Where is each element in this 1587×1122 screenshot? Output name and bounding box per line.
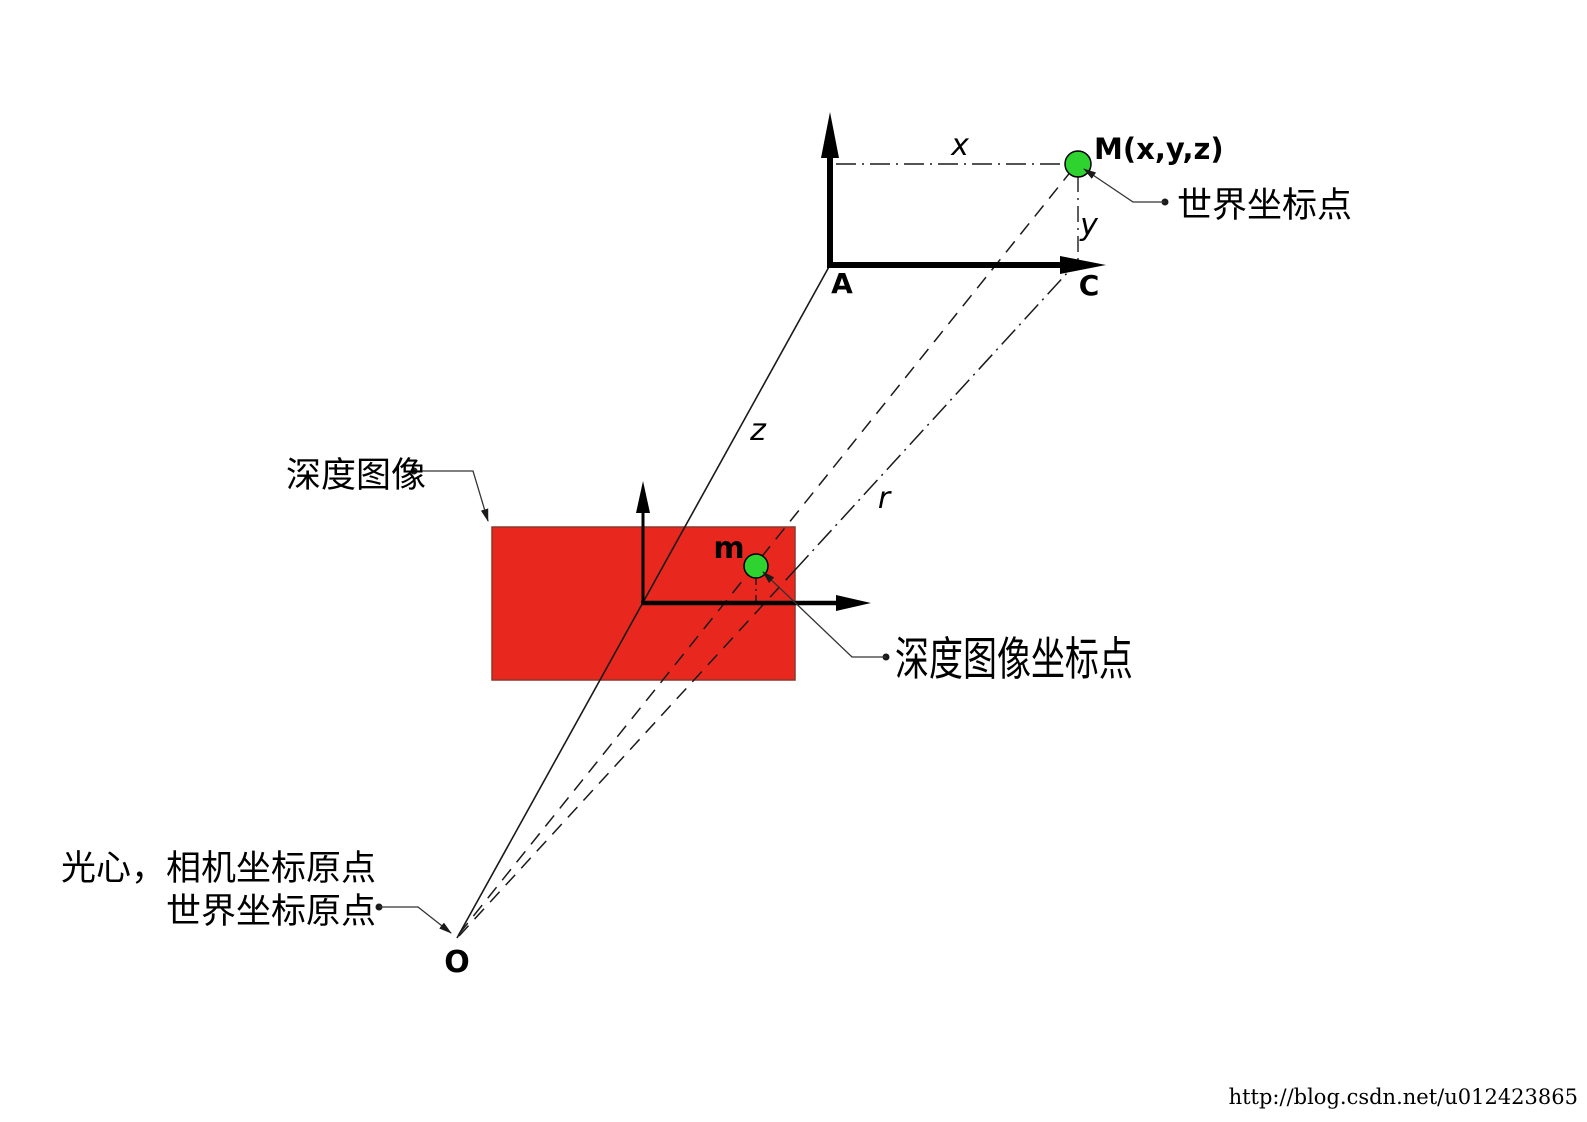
ray-o-to-c-dashed-segment	[458, 569, 796, 937]
image-axis-vertical-arrowhead	[636, 481, 650, 513]
annotation-world-point: 世界坐标点	[1177, 186, 1352, 226]
image-point-m	[743, 553, 769, 579]
leader-line-depth-image	[414, 470, 489, 522]
label-r: r	[878, 481, 892, 516]
annotation-depth-image-point: 深度图像坐标点	[895, 633, 1133, 686]
leader-line-world-point	[1083, 168, 1165, 203]
label-x: x	[950, 128, 969, 163]
leader-line-depth-image-point	[762, 571, 886, 658]
label-M: M(x,y,z)	[1094, 132, 1224, 166]
world-axis-vertical-arrowhead	[821, 112, 839, 158]
ray-o-to-c-dashdot-segment	[794, 271, 1069, 571]
annotation-depth-image: 深度图像	[286, 456, 426, 496]
label-z: z	[749, 413, 767, 448]
annotation-optical-center-line2: 世界坐标原点	[166, 892, 376, 932]
label-C: C	[1079, 269, 1100, 302]
world-axis-horizontal-arrowhead	[1060, 256, 1106, 274]
annotation-optical-center-line1: 光心，相机坐标原点	[61, 849, 376, 889]
watermark-url: http://blog.csdn.net/u012423865	[1229, 1085, 1578, 1109]
world-point-M	[1064, 150, 1092, 178]
label-O: O	[444, 945, 470, 980]
label-A: A	[831, 267, 853, 300]
ray-o-to-m-dashed	[458, 169, 1073, 935]
image-axis-horizontal-arrowhead	[836, 595, 871, 611]
label-y: y	[1079, 208, 1099, 243]
leader-line-optical-center	[379, 906, 452, 934]
label-m: m	[713, 531, 744, 566]
